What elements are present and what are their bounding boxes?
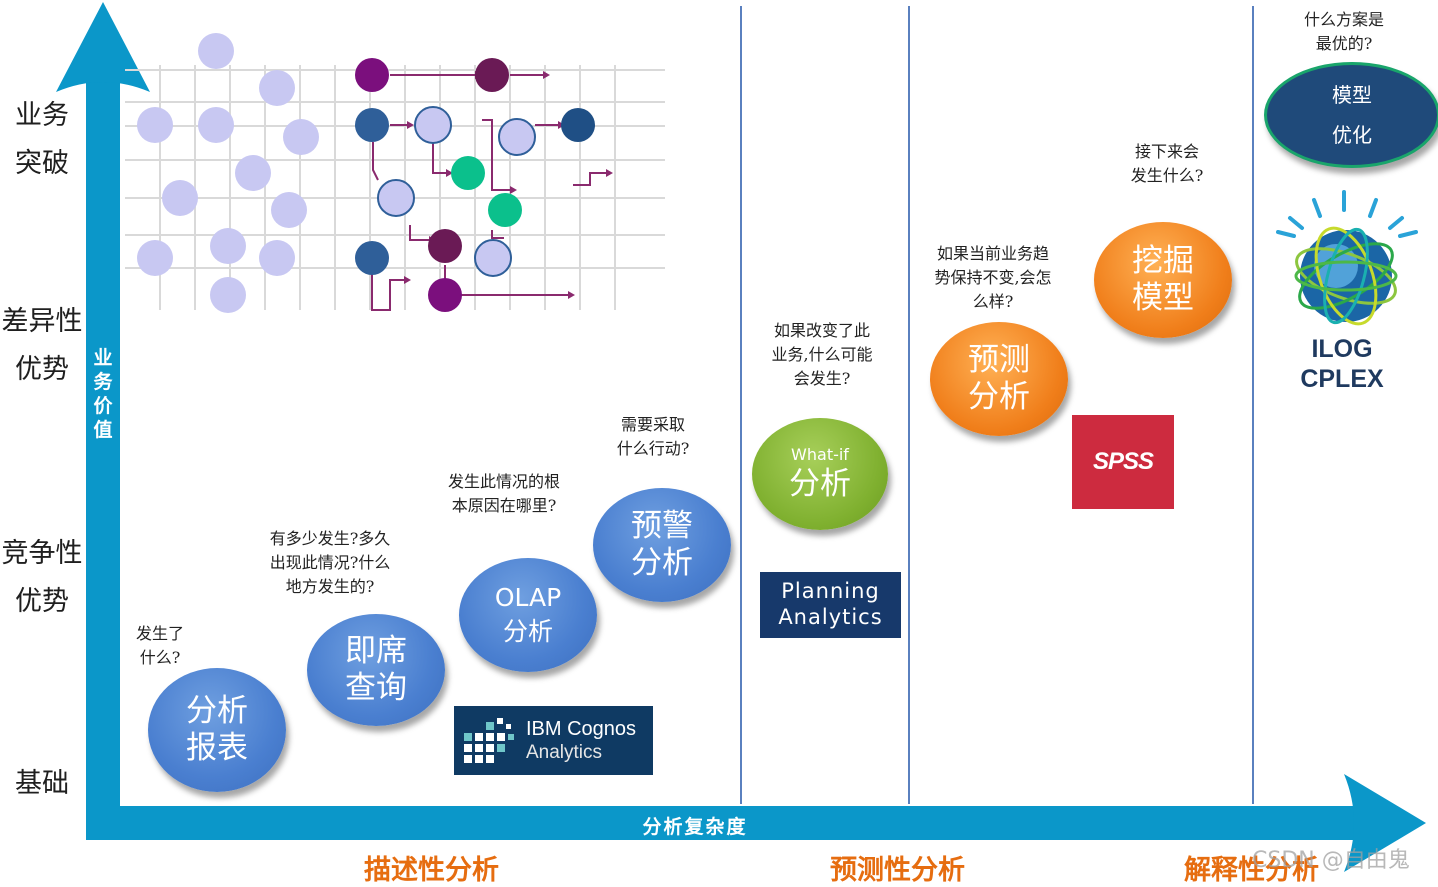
x-axis-bar [86,806,1376,840]
spss-logo: SPSS [1072,415,1174,509]
question-mining: 接下来会 发生什么? [1130,142,1204,185]
cognos-subtitle: Analytics [526,742,603,763]
question-report: 发生了 什么? [135,624,184,667]
spss-label: SPSS [1092,448,1154,475]
globe-icon [1276,190,1418,326]
y-level-basic: 基础 [15,768,69,799]
planning-line1: Planning [781,579,880,603]
cognos-title: IBM Cognos [526,718,636,741]
bubble-mining-model-label: 挖掘 模型 [1132,243,1194,316]
bubble-whatif-label: 分析 [789,466,851,502]
bubble-analysis-report-label: 分析 报表 [186,693,248,766]
planning-analytics-logo: Planning Analytics [760,572,901,638]
bubble-olap[interactable]: OLAP 分析 [459,558,597,672]
divider-1 [740,6,742,804]
x-axis-arrowhead [1344,774,1426,872]
ilog-line2: CPLEX [1300,365,1384,393]
ilog-cplex-label: ILOG CPLEX [1290,334,1394,394]
bubble-alert-analysis-label: 预警 分析 [631,508,693,581]
bubble-predictive[interactable]: 预测 分析 [930,322,1068,436]
section-predictive: 预测性分析 [830,855,965,886]
bubble-predictive-label: 预测 分析 [968,342,1030,415]
bubble-whatif-small: What-if [791,445,849,464]
bubble-adhoc-query-label: 即席 查询 [345,633,407,706]
bubble-alert-analysis[interactable]: 预警 分析 [593,488,731,602]
question-adhoc: 有多少发生?多久 出现此情况?什么 地方发生的? [269,529,391,596]
y-axis-bar [86,70,120,840]
ibm-cognos-logo: IBM Cognos Analytics [454,706,653,775]
question-optimize: 什么方案是 最优的? [1303,10,1384,53]
question-olap: 发生此情况的根 本原因在哪里? [447,472,560,515]
x-axis-title: 分析复杂度 [642,816,748,838]
bubble-whatif[interactable]: What-if 分析 [752,418,888,530]
bubble-model-optimization-label: 模型 优化 [1332,83,1372,147]
question-alert: 需要采取 什么行动? [616,415,690,458]
y-level-competitive: 竞争性 优势 [1,538,83,617]
y-level-breakthrough: 业务 突破 [15,100,69,179]
question-whatif: 如果改变了此 业务,什么可能 会发生? [771,321,873,388]
bubble-analysis-report[interactable]: 分析 报表 [148,668,286,792]
planning-line2: Analytics [778,605,883,629]
question-predict: 如果当前业务趋 势保持不变,会怎 么样? [934,244,1052,311]
bubble-adhoc-query[interactable]: 即席 查询 [307,614,445,726]
ilog-line1: ILOG [1311,335,1373,363]
cognos-line1: IBM Cognos [526,718,637,740]
section-descriptive: 描述性分析 [364,855,499,886]
bubble-model-optimization[interactable]: 模型 优化 [1264,62,1438,168]
section-prescriptive: 解释性分析 [1184,855,1319,886]
watermark: CSDN @自由鬼 [1252,848,1410,873]
network-graphic [125,33,665,313]
y-level-differentiation: 差异性 优势 [1,306,83,385]
bubble-mining-model[interactable]: 挖掘 模型 [1094,222,1232,338]
divider-2 [908,6,910,804]
divider-3 [1252,6,1254,804]
y-axis-title: 业务价值 [93,347,113,441]
bubble-olap-label: OLAP 分析 [494,583,562,646]
cognos-mark-icon [464,718,514,763]
